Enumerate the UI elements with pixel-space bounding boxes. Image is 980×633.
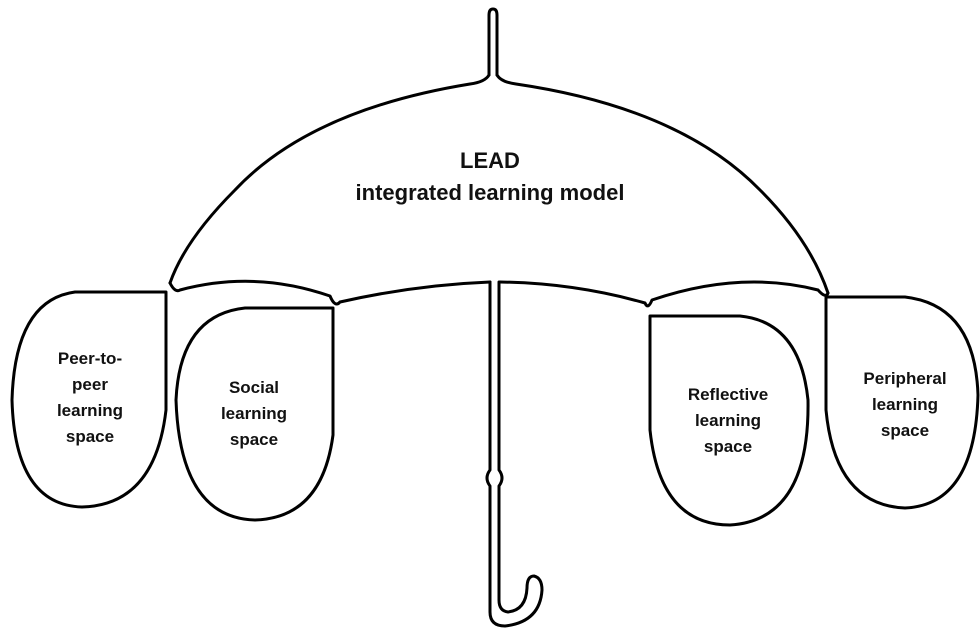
label-line: Peripheral	[863, 369, 947, 388]
title-line-2: integrated learning model	[355, 180, 625, 205]
label-line: learning	[56, 401, 124, 420]
label-peer-to-peer: Peer-to- peer learning space	[38, 346, 142, 450]
label-line: space	[65, 427, 115, 446]
label-peripheral: Peripheral learning space	[845, 366, 965, 444]
label-line: Social	[228, 378, 280, 397]
pocket-social	[174, 306, 335, 522]
umbrella-canopy	[168, 73, 830, 295]
label-line: learning	[871, 395, 939, 414]
label-line: Peer-to-	[57, 349, 123, 368]
label-social: Social learning space	[200, 375, 308, 453]
umbrella-tip	[487, 7, 499, 77]
pocket-reflective	[648, 314, 810, 527]
umbrella-shaft	[485, 280, 544, 628]
label-line: space	[880, 421, 930, 440]
label-line: learning	[694, 411, 762, 430]
umbrella-scallops	[168, 279, 830, 308]
diagram-title: LEAD integrated learning model	[290, 145, 690, 209]
label-line: peer	[72, 375, 108, 394]
label-reflective: Reflective learning space	[668, 382, 788, 460]
label-line: learning	[220, 404, 288, 423]
pocket-peer-to-peer	[10, 290, 168, 509]
label-line: space	[229, 430, 279, 449]
label-line: Reflective	[687, 385, 769, 404]
title-line-1: LEAD	[460, 148, 520, 173]
pocket-peripheral	[824, 295, 980, 510]
label-line: space	[703, 437, 753, 456]
